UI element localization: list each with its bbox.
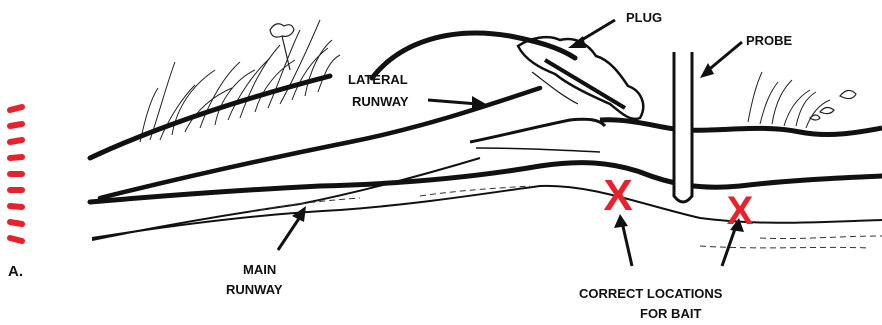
probe <box>674 52 692 202</box>
lateral-branch <box>470 119 605 142</box>
figure-letter: A. <box>8 263 23 280</box>
bait-marker-x: X <box>603 171 632 220</box>
lateral-branch-lower <box>476 148 600 152</box>
label-main-1: MAIN <box>243 262 276 277</box>
label-lateral-1: LATERAL <box>348 72 408 87</box>
flower-icon <box>810 90 856 120</box>
bait-marker-x: X <box>727 189 754 233</box>
ground-surface-right <box>600 120 882 135</box>
label-lateral-2: RUNWAY <box>352 94 409 109</box>
main-runway-roof <box>90 163 882 202</box>
ground-surface-left <box>90 76 330 158</box>
soil-plug <box>518 37 643 119</box>
label-correct-2: FOR BAIT <box>640 306 701 321</box>
red-dash-marks <box>10 107 22 241</box>
label-main-2: RUNWAY <box>226 282 283 297</box>
label-probe: PROBE <box>746 33 793 48</box>
label-correct-1: CORRECT LOCATIONS <box>579 286 723 301</box>
label-plug: PLUG <box>626 10 662 25</box>
